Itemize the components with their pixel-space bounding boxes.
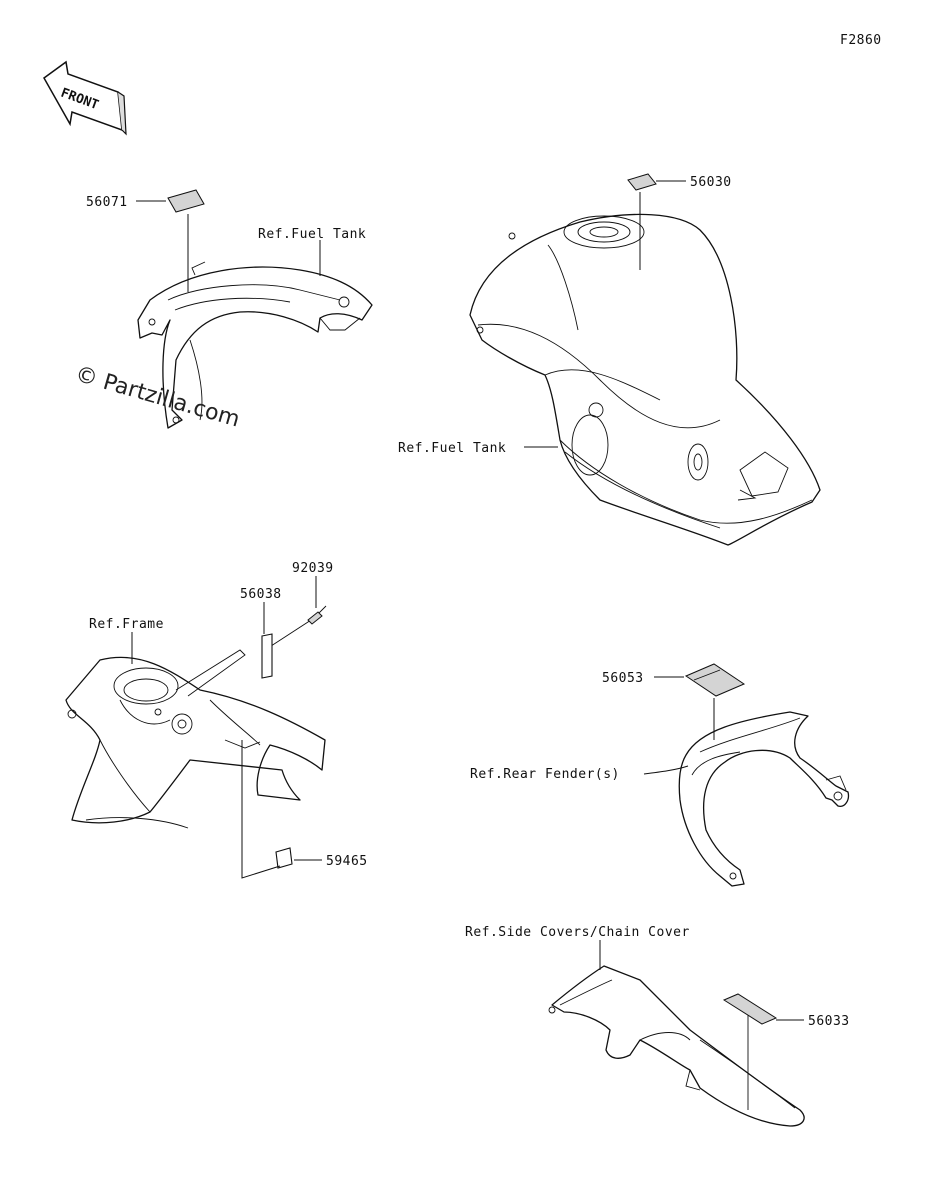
ref-fuel-tank-top: Ref.Fuel Tank <box>258 227 366 242</box>
callout-56030: 56030 <box>690 175 732 190</box>
chain-cover-drawing <box>548 965 805 1127</box>
callout-56038: 56038 <box>240 587 282 602</box>
label-56030 <box>627 173 657 191</box>
callout-92039: 92039 <box>292 561 334 576</box>
label-56071 <box>167 189 205 213</box>
figure-code: F2860 <box>840 33 882 48</box>
frame-drawing <box>65 649 326 829</box>
ref-rear-fender: Ref.Rear Fender(s) <box>470 767 620 782</box>
label-56053 <box>684 663 746 697</box>
callout-56071: 56071 <box>86 195 128 210</box>
watermark: © Partzilla.com <box>72 362 242 433</box>
fuel-tank-drawing <box>469 213 821 546</box>
callout-56053: 56053 <box>602 671 644 686</box>
callout-59465: 59465 <box>326 854 368 869</box>
fuel-tank-cover-drawing <box>137 261 373 429</box>
rear-fender-drawing <box>678 711 850 887</box>
label-56038 <box>261 633 273 679</box>
callout-56033: 56033 <box>808 1014 850 1029</box>
label-59465 <box>275 847 293 869</box>
ref-frame: Ref.Frame <box>89 617 164 632</box>
cable-tie-92039 <box>267 605 327 649</box>
ref-fuel-tank-side: Ref.Fuel Tank <box>398 441 506 456</box>
front-arrow-icon: FRONT <box>43 60 127 136</box>
label-56033 <box>722 993 778 1025</box>
ref-side-covers: Ref.Side Covers/Chain Cover <box>465 925 690 940</box>
